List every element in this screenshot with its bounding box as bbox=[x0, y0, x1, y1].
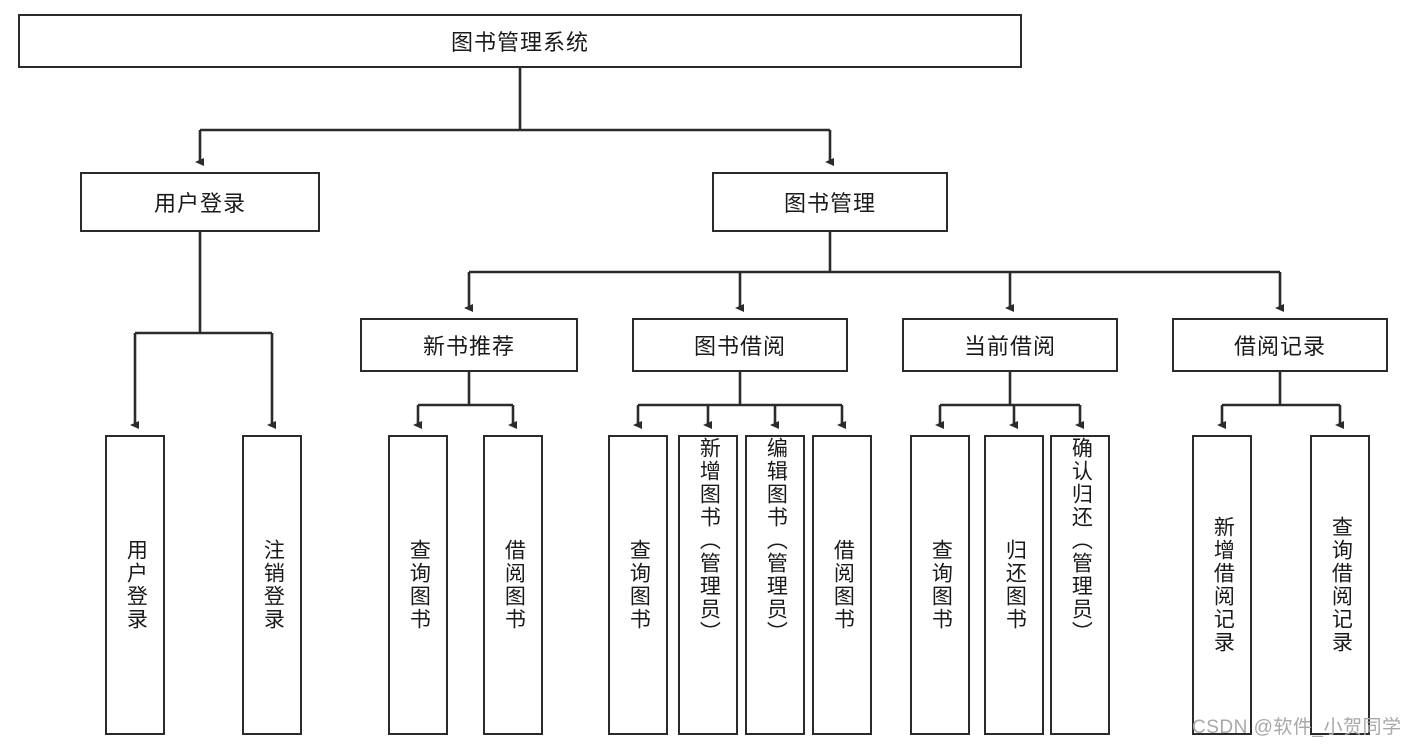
node-book-borrow[interactable]: 图书借阅 bbox=[632, 318, 848, 372]
node-root-label: 图书管理系统 bbox=[450, 30, 589, 55]
leaf-query-book-borrow-label: 查询图书 bbox=[627, 539, 651, 631]
node-root[interactable]: 图书管理系统 bbox=[18, 14, 1022, 68]
node-user-login[interactable]: 用户登录 bbox=[80, 172, 320, 232]
leaf-query-book-newbook[interactable]: 查询图书 bbox=[388, 435, 448, 735]
leaf-user-login-label: 用户登录 bbox=[124, 539, 148, 631]
leaf-logout-label: 注销登录 bbox=[261, 539, 285, 631]
csdn-watermark: CSDN @软件_小贺同学 bbox=[1192, 717, 1402, 738]
leaf-return-book[interactable]: 归还图书 bbox=[984, 435, 1044, 735]
node-current-borrow[interactable]: 当前借阅 bbox=[902, 318, 1118, 372]
leaf-query-book-current[interactable]: 查询图书 bbox=[910, 435, 970, 735]
node-current-borrow-label: 当前借阅 bbox=[963, 334, 1056, 359]
leaf-query-borrow-record-label: 查询借阅记录 bbox=[1329, 516, 1353, 654]
leaf-edit-book-admin[interactable]: 编辑图书（管理员） bbox=[745, 435, 805, 735]
leaf-add-book-admin-label: 新增图书（管理员） bbox=[697, 437, 721, 644]
leaf-borrow-book-newbook-label: 借阅图书 bbox=[502, 539, 526, 631]
leaf-borrow-book-newbook[interactable]: 借阅图书 bbox=[483, 435, 543, 735]
node-borrow-records[interactable]: 借阅记录 bbox=[1172, 318, 1388, 372]
node-borrow-records-label: 借阅记录 bbox=[1233, 334, 1326, 359]
leaf-query-book-newbook-label: 查询图书 bbox=[407, 539, 431, 631]
leaf-query-book-current-label: 查询图书 bbox=[929, 539, 953, 631]
leaf-confirm-return-admin[interactable]: 确认归还（管理员） bbox=[1050, 435, 1110, 735]
leaf-edit-book-admin-label: 编辑图书（管理员） bbox=[764, 437, 788, 644]
leaf-borrow-book[interactable]: 借阅图书 bbox=[812, 435, 872, 735]
node-new-book-recommend-label: 新书推荐 bbox=[422, 334, 515, 359]
node-book-management[interactable]: 图书管理 bbox=[712, 172, 948, 232]
leaf-borrow-book-label: 借阅图书 bbox=[831, 539, 855, 631]
node-new-book-recommend[interactable]: 新书推荐 bbox=[360, 318, 578, 372]
leaf-add-borrow-record-label: 新增借阅记录 bbox=[1211, 516, 1235, 654]
leaf-logout[interactable]: 注销登录 bbox=[242, 435, 302, 735]
leaf-user-login[interactable]: 用户登录 bbox=[105, 435, 165, 735]
node-user-login-label: 用户登录 bbox=[153, 191, 246, 216]
leaf-add-book-admin[interactable]: 新增图书（管理员） bbox=[678, 435, 738, 735]
leaf-query-borrow-record[interactable]: 查询借阅记录 bbox=[1310, 435, 1370, 735]
leaf-confirm-return-admin-label: 确认归还（管理员） bbox=[1069, 437, 1093, 644]
leaf-return-book-label: 归还图书 bbox=[1003, 539, 1027, 631]
leaf-add-borrow-record[interactable]: 新增借阅记录 bbox=[1192, 435, 1252, 735]
node-book-management-label: 图书管理 bbox=[783, 191, 876, 216]
node-book-borrow-label: 图书借阅 bbox=[693, 334, 786, 359]
leaf-query-book-borrow[interactable]: 查询图书 bbox=[608, 435, 668, 735]
